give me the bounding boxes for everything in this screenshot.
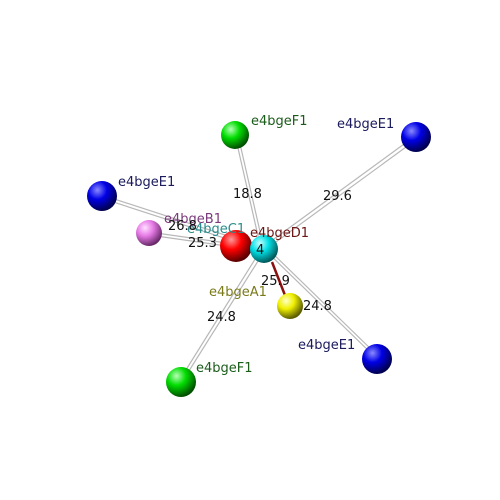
- atom-a1: [277, 293, 303, 319]
- bond-d1-f1b: [178, 247, 266, 383]
- atom-f1b: [166, 367, 196, 397]
- atom-c1: [220, 230, 252, 262]
- atom-e1c: [362, 344, 392, 374]
- atom-label-e1a: e4bgeE1: [118, 175, 175, 190]
- atom-label-c1: e4bgeC1: [187, 222, 245, 237]
- distance-label-d1-e1a: 26.8: [168, 219, 197, 234]
- atom-label-f1a: e4bgeF1: [251, 114, 308, 129]
- atom-label-b1: e4bgeB1: [164, 212, 222, 227]
- atom-b1: [136, 220, 162, 246]
- atom-d1: [250, 235, 278, 263]
- bonds: [100, 134, 418, 383]
- bond-d1-f1a: [234, 134, 265, 250]
- atom-label-a1: e4bgeA1: [209, 285, 267, 300]
- distance-label-d1-e1b: 29.6: [323, 189, 352, 204]
- bond-d1-e1b: [262, 135, 418, 251]
- atom-label-e1c: e4bgeE1: [298, 338, 355, 353]
- atom-f1a: [221, 121, 249, 149]
- distance-label-d1-b1: 25.3: [188, 236, 217, 251]
- atom-label-f1b: e4bgeF1: [196, 361, 253, 376]
- distance-label-d1-f1b: 24.8: [207, 310, 236, 325]
- atom-e1b: [401, 122, 431, 152]
- atom-label-e1b: e4bgeE1: [337, 117, 394, 132]
- bond-d1-e1c: [262, 245, 378, 358]
- atom-label-d1: e4bgeD1: [250, 226, 309, 241]
- distance-label-d1-a1: 25.9: [261, 274, 290, 289]
- distance-label-d1-f1a: 18.8: [233, 187, 262, 202]
- distance-label-d1-e1c: 24.8: [303, 299, 332, 314]
- distance-label-d1-c1: 4: [256, 243, 264, 258]
- atom-e1a: [87, 181, 117, 211]
